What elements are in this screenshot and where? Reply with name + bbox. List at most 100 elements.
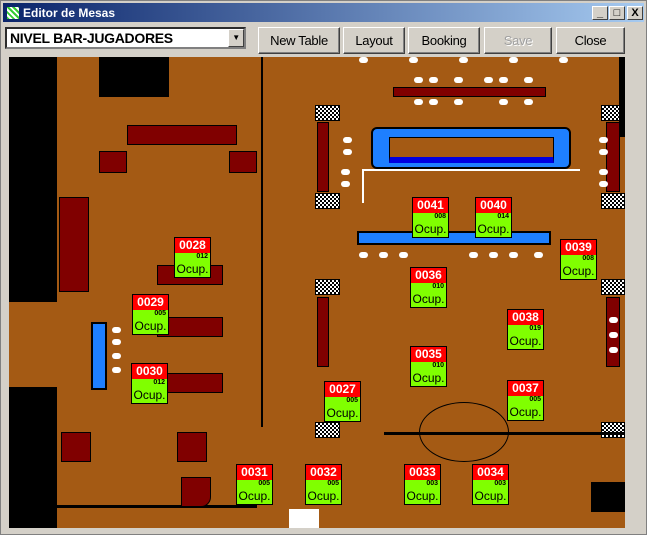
level-select-value: NIVEL BAR-JUGADORES (10, 30, 173, 46)
table-pax: 005 (154, 310, 166, 317)
table-number: 0027 (325, 382, 360, 397)
column (601, 193, 625, 209)
table-number: 0040 (476, 198, 511, 213)
stairs (99, 57, 169, 97)
table-pax: 003 (494, 480, 506, 487)
chair (609, 347, 618, 353)
new-table-button[interactable]: New Table (258, 27, 340, 54)
table-status: Ocup. (176, 262, 209, 276)
wall (9, 387, 57, 528)
table-number: 0035 (411, 347, 446, 362)
table-status: Ocup. (412, 292, 445, 306)
table-status: Ocup. (562, 264, 595, 278)
chair (489, 252, 498, 258)
close-button[interactable]: Close (556, 27, 625, 54)
entrance (9, 302, 57, 387)
chair (429, 77, 438, 83)
chair (454, 77, 463, 83)
table-status: Ocup. (238, 489, 271, 503)
chair (484, 77, 493, 83)
table-status: Ocup. (414, 222, 447, 236)
table-status: Ocup. (134, 319, 167, 333)
chair (534, 252, 543, 258)
table-pax: 005 (529, 396, 541, 403)
booking-button[interactable]: Booking (408, 27, 480, 54)
maximize-button[interactable]: □ (609, 6, 625, 20)
bar-counter (127, 125, 237, 145)
column (601, 279, 625, 295)
chair (524, 77, 533, 83)
table-pax: 014 (497, 213, 509, 220)
chevron-down-icon[interactable]: ▼ (228, 29, 244, 47)
table-pax: 005 (327, 480, 339, 487)
chair (559, 57, 568, 63)
table-status: Ocup. (133, 388, 166, 402)
wall (9, 57, 57, 302)
door (289, 509, 319, 528)
chair (112, 353, 121, 359)
close-window-button[interactable]: X (627, 6, 643, 20)
chair (599, 149, 608, 155)
table-pax: 008 (582, 255, 594, 262)
bar-counter-blue (357, 231, 551, 245)
chair (599, 137, 608, 143)
app-icon (7, 6, 19, 19)
sofa (59, 197, 89, 292)
level-select[interactable]: NIVEL BAR-JUGADORES ▼ (5, 27, 246, 49)
table-number: 0037 (508, 381, 543, 396)
table-pax: 019 (529, 325, 541, 332)
table-status: Ocup. (326, 406, 359, 420)
chair (379, 252, 388, 258)
chair (359, 252, 368, 258)
table-number: 0028 (175, 238, 210, 253)
chair (112, 367, 121, 373)
column (315, 105, 340, 121)
furniture (61, 432, 91, 462)
table-number: 0032 (306, 465, 341, 480)
chair (359, 57, 368, 63)
column (315, 422, 340, 438)
chair (599, 169, 608, 175)
chair (499, 99, 508, 105)
table-pax: 005 (258, 480, 270, 487)
chair (459, 57, 468, 63)
chair (341, 181, 350, 187)
chair (609, 332, 618, 338)
chair (499, 77, 508, 83)
chair (599, 181, 608, 187)
layout-button[interactable]: Layout (343, 27, 405, 54)
furniture (181, 477, 211, 507)
bar-counter (393, 87, 546, 97)
table-number: 0029 (133, 295, 168, 310)
table-status: Ocup. (412, 371, 445, 385)
chair (609, 317, 618, 323)
table-number: 0034 (473, 465, 508, 480)
column (601, 422, 625, 438)
bar-counter-blue (91, 322, 107, 390)
minimize-button[interactable]: _ (592, 6, 608, 20)
wall-panel (317, 122, 329, 192)
chair (343, 137, 352, 143)
chair (343, 149, 352, 155)
